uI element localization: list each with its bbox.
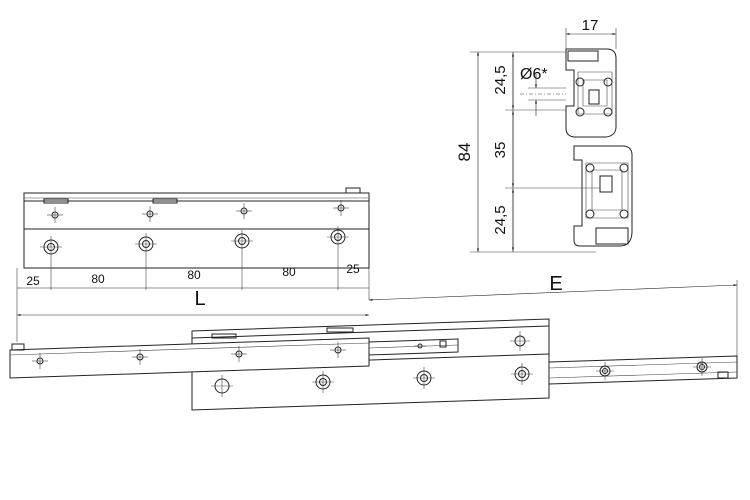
section-stacked-dimension: 24,5 35 24,5 [492,52,600,252]
dim-length-label: L [194,288,205,310]
extended-slide-view [9,318,738,411]
top-slide-mount-hole-2 [135,233,157,290]
section-width-dimension: 17 [565,17,617,49]
dim-pitch-3: 80 [282,265,296,279]
pitch-dimension: 25 80 80 80 25 [16,262,370,342]
top-slide-small-hole-2 [142,206,158,222]
outer-rail-hole-2 [132,349,148,365]
dim-end-left: 25 [26,274,40,288]
inner-rail [548,355,738,385]
upper-profile [565,48,617,138]
bottom-plate-mount-hole-4 [511,363,533,385]
dim-section-bottom: 24,5 [492,205,509,234]
outer-rail-hole-3 [231,346,247,362]
bottom-plate-mount-hole-1 [211,375,233,397]
lower-profile [573,145,633,247]
dim-hole-diameter: Ø6* [520,66,548,83]
dim-pitch-2: 80 [187,268,201,282]
dim-end-right: 25 [346,262,360,276]
dim-extension-label: E [549,273,562,295]
top-slide-small-hole-3 [236,203,252,219]
dim-pitch-1: 80 [91,272,105,286]
hole-diameter-callout: Ø6* [520,66,566,116]
dim-section-total-height: 84 [455,143,474,162]
top-slide-small-hole-1 [47,207,63,223]
latch-tab [368,338,459,356]
top-slide-small-hole-4 [333,200,349,216]
outer-rail [9,337,370,379]
cross-section-view: 17 84 24,5 35 24,5 Ø6* [455,17,633,253]
top-slide-view [23,187,370,290]
dim-section-width: 17 [582,17,599,34]
section-height-dimension: 84 [455,51,596,253]
length-dimension: L [17,288,369,317]
dim-section-middle: 35 [492,142,509,159]
bottom-plate-mount-hole-3 [413,367,435,389]
inner-rail-hole-1 [596,362,614,380]
bottom-plate-small-hole-1 [510,331,530,351]
latch-hole [414,343,426,349]
top-slide-mount-hole-1 [40,236,62,290]
top-slide-mount-hole-3 [231,230,253,290]
inner-rail-hole-2 [693,358,711,376]
extension-dimension: E [368,273,738,370]
top-slide-mount-hole-4 [327,226,349,290]
bottom-plate-mount-hole-2 [312,371,334,393]
dim-section-top: 24,5 [492,65,509,94]
outer-rail-hole-4 [330,342,346,358]
outer-rail-hole-1 [32,353,48,369]
